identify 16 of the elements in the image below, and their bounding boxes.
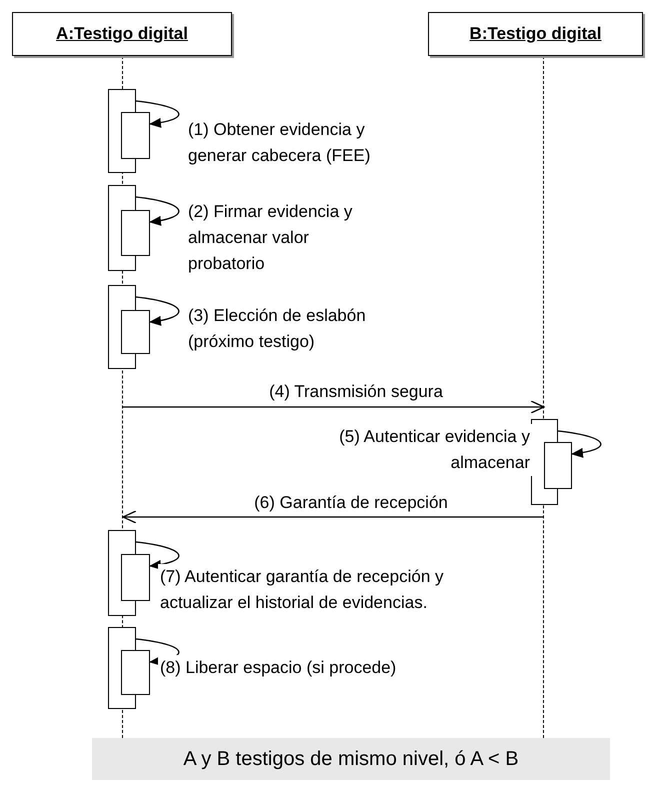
activation-bar bbox=[121, 310, 150, 354]
note-band: A y B testigos de mismo nivel, ó A < B bbox=[92, 738, 610, 780]
self-message-arrow bbox=[136, 541, 180, 570]
activation-bar bbox=[121, 554, 150, 601]
activation-bar bbox=[121, 210, 150, 256]
message-arrow bbox=[122, 510, 544, 524]
activation-bar bbox=[121, 650, 150, 695]
self-message-arrow bbox=[136, 196, 180, 226]
lifeline-header: B:Testigo digital bbox=[428, 12, 643, 56]
lifeline-header: A:Testigo digital bbox=[12, 12, 232, 56]
activation-bar bbox=[544, 442, 572, 489]
message-arrow bbox=[123, 400, 545, 414]
self-message-arrow bbox=[558, 430, 602, 458]
self-message-arrow bbox=[136, 100, 180, 128]
self-message-arrow bbox=[136, 296, 180, 326]
activation-bar bbox=[121, 112, 150, 159]
